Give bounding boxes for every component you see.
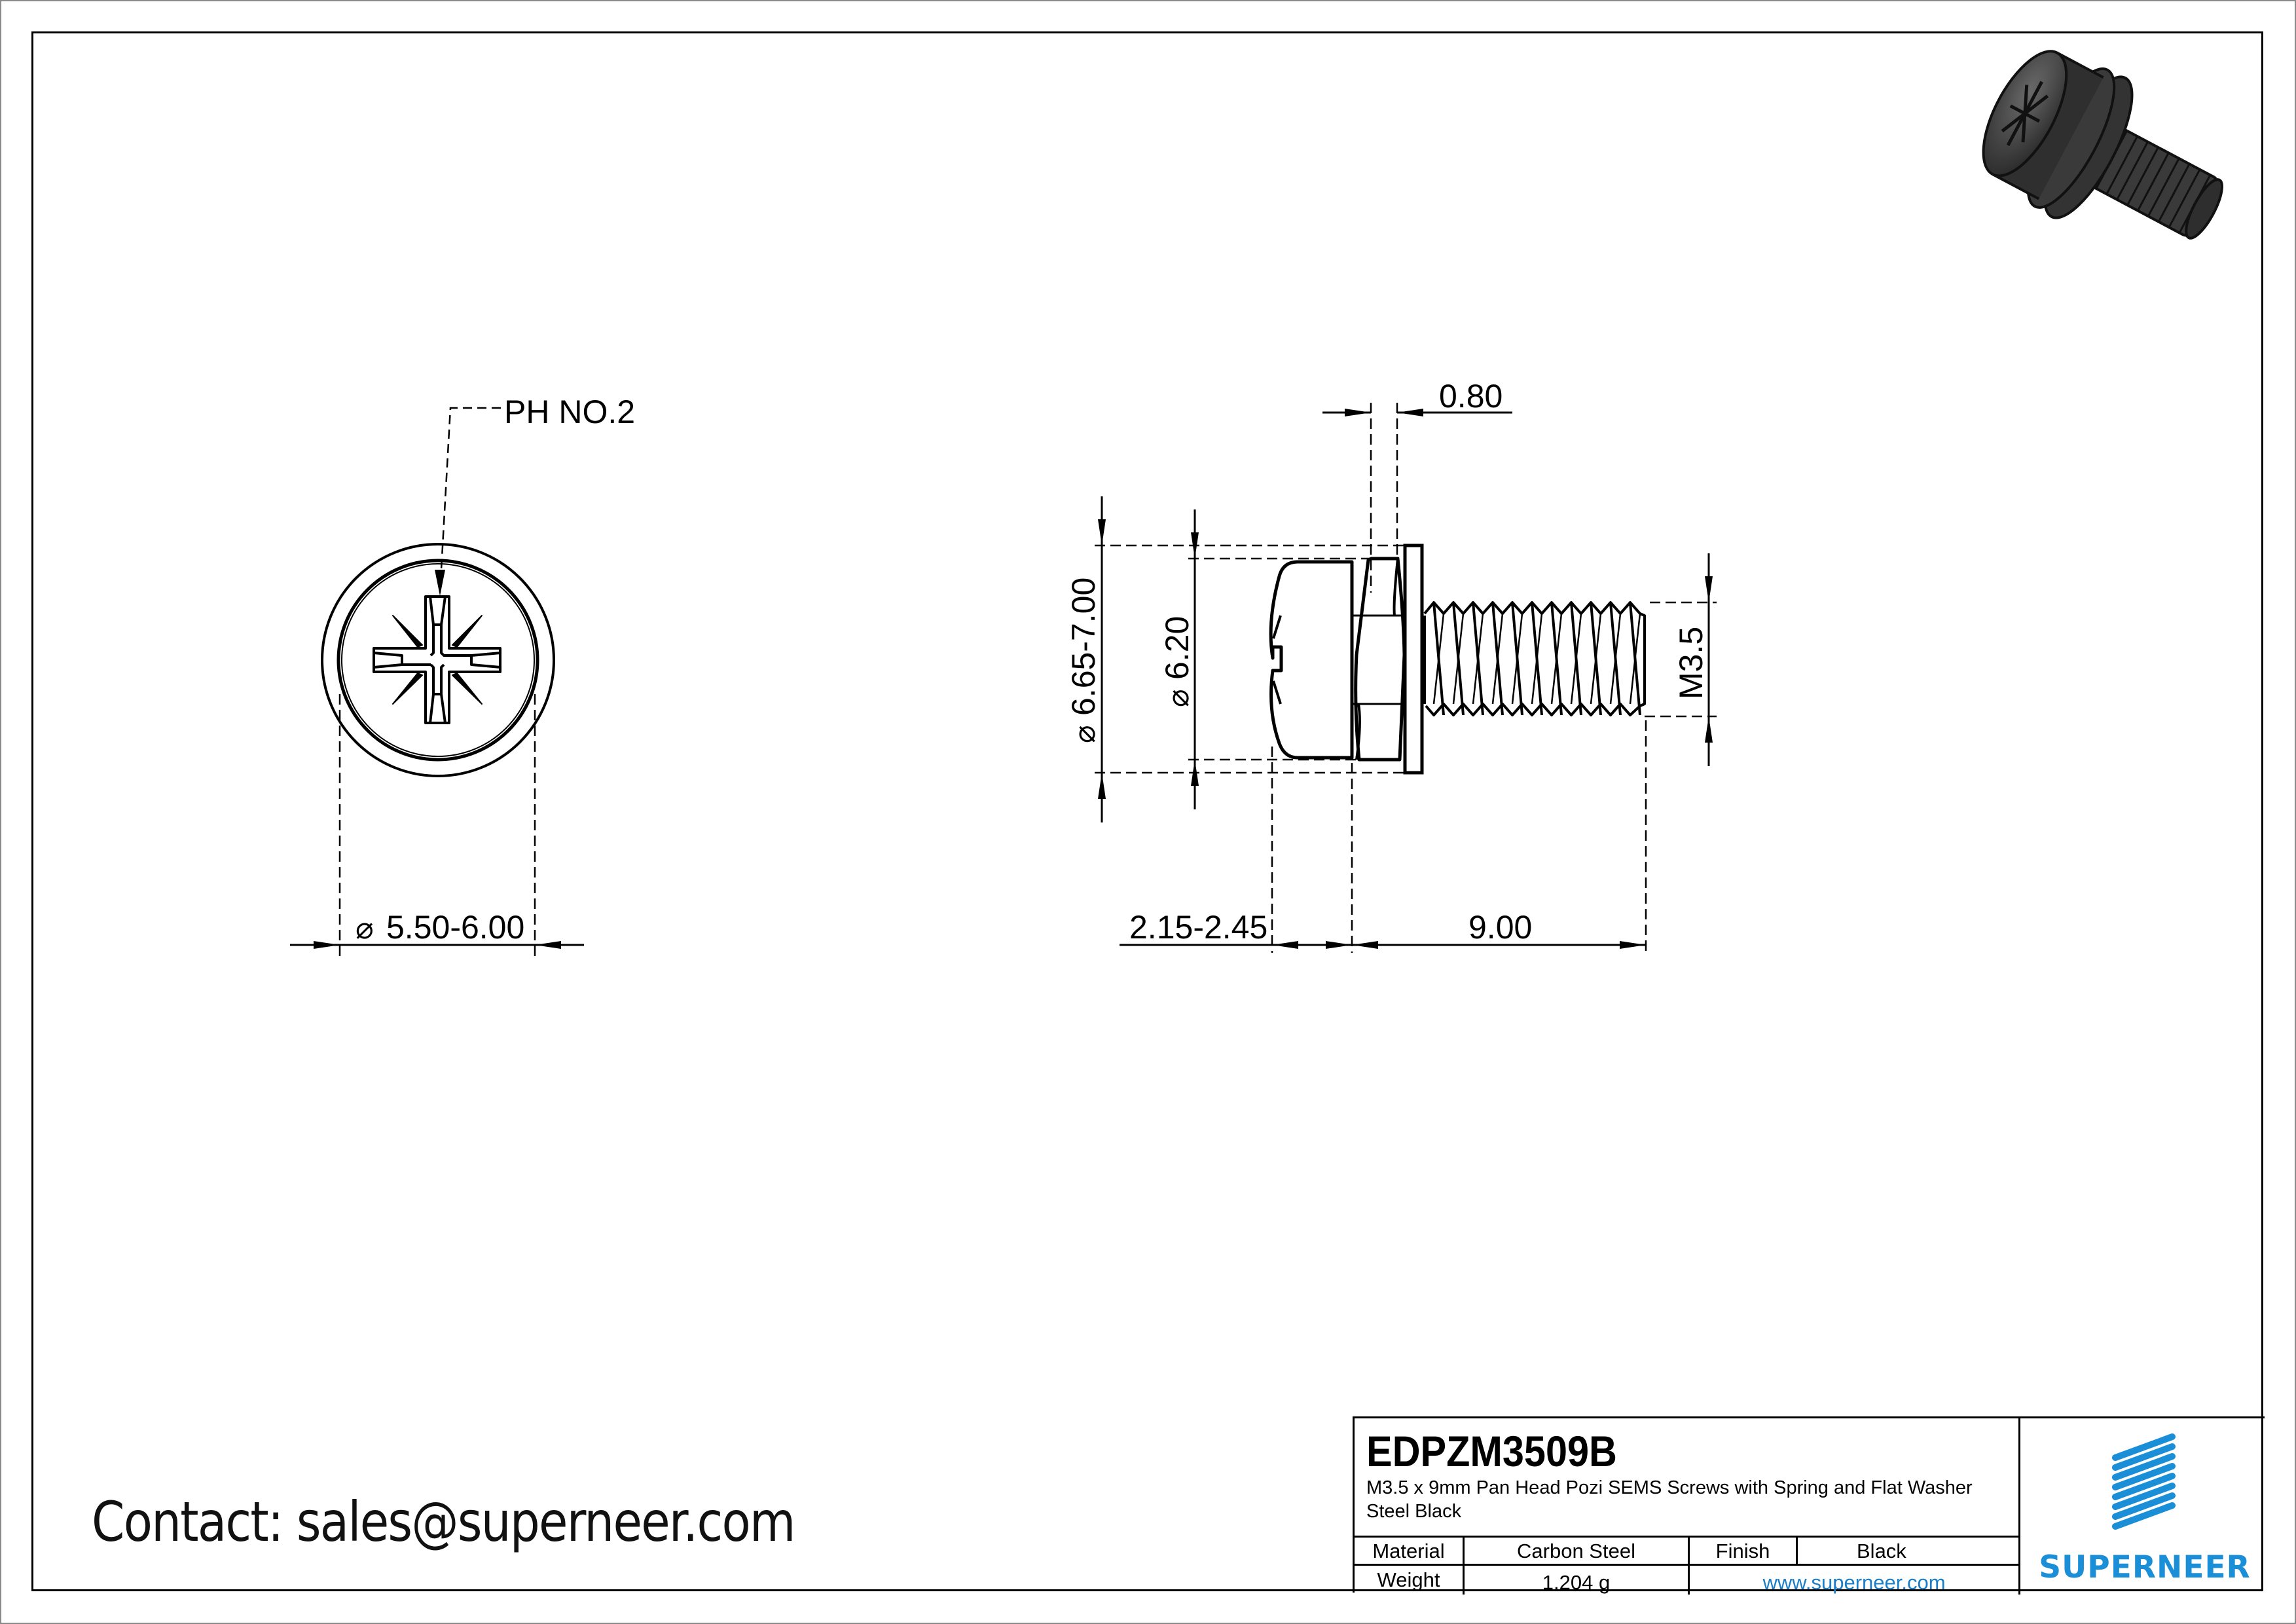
pan-head-outline: [1269, 560, 1354, 760]
material-label: Material: [1372, 1540, 1445, 1562]
screw-3d-render-icon: [1982, 50, 2223, 240]
dim-thread-size: M3.5: [1673, 627, 1709, 699]
dim-head-dia-group: ⌀ 6.20: [1159, 616, 1195, 707]
dim-symbol: ⌀: [1067, 725, 1101, 743]
dim-washer-outer-dia-group: ⌀ 6.65-7.00: [1065, 578, 1102, 743]
side-view: [1095, 403, 1717, 953]
weight-row: Weight 1.204 g www.superneer.com: [1355, 1564, 2018, 1595]
callout-leader: [439, 407, 501, 593]
finish-label: Finish: [1688, 1538, 1796, 1565]
brand-stripes-icon: [2112, 1433, 2176, 1530]
thread-section: [1423, 601, 1646, 716]
dim-washer-outer-dia: 6.65-7.00: [1065, 578, 1102, 716]
part-code: EDPZM3509B: [1366, 1427, 1617, 1475]
website-link[interactable]: www.superneer.com: [1688, 1566, 2018, 1595]
dim-head-height: 2.15-2.45: [1129, 909, 1267, 946]
part-description: M3.5 x 9mm Pan Head Pozi SEMS Screws wit…: [1366, 1477, 1973, 1522]
brand-logo: SUPERNEER: [2020, 1418, 2265, 1595]
drawing-frame: [31, 31, 2263, 1591]
title-block-main: EDPZM3509B M3.5 x 9mm Pan Head Pozi SEMS…: [1355, 1418, 2020, 1595]
dim-head-dia: 6.20: [1159, 616, 1195, 680]
head-outline: [337, 559, 539, 762]
spring-washer-outline: [1354, 557, 1406, 762]
brand-name: SUPERNEER: [2039, 1549, 2251, 1585]
dim-washer-thickness: 0.80: [1439, 378, 1503, 415]
flat-washer-outline: [1403, 544, 1424, 775]
dim-top-diameter: 5.50-6.00: [386, 909, 524, 946]
material-row: Material Carbon Steel Finish Black: [1355, 1536, 2018, 1565]
dim-length: 9.00: [1468, 909, 1532, 946]
dim-symbol: ⌀: [355, 911, 374, 945]
weight-label: Weight: [1377, 1568, 1440, 1591]
top-view: [290, 407, 584, 956]
washer-outline: [321, 543, 555, 777]
pozi-recess-icon: [373, 595, 501, 724]
contact-text: Contact: sales@superneer.com: [92, 1490, 795, 1554]
title-block: EDPZM3509B M3.5 x 9mm Pan Head Pozi SEMS…: [1353, 1416, 2265, 1595]
dim-symbol: ⌀: [1161, 689, 1195, 707]
weight-value: 1.204 g: [1463, 1566, 1688, 1595]
finish-value: Black: [1796, 1538, 2018, 1565]
material-value: Carbon Steel: [1463, 1538, 1688, 1565]
callout-label: PH NO.2: [504, 394, 635, 430]
dim-thread-group: M3.5: [1673, 627, 1709, 699]
